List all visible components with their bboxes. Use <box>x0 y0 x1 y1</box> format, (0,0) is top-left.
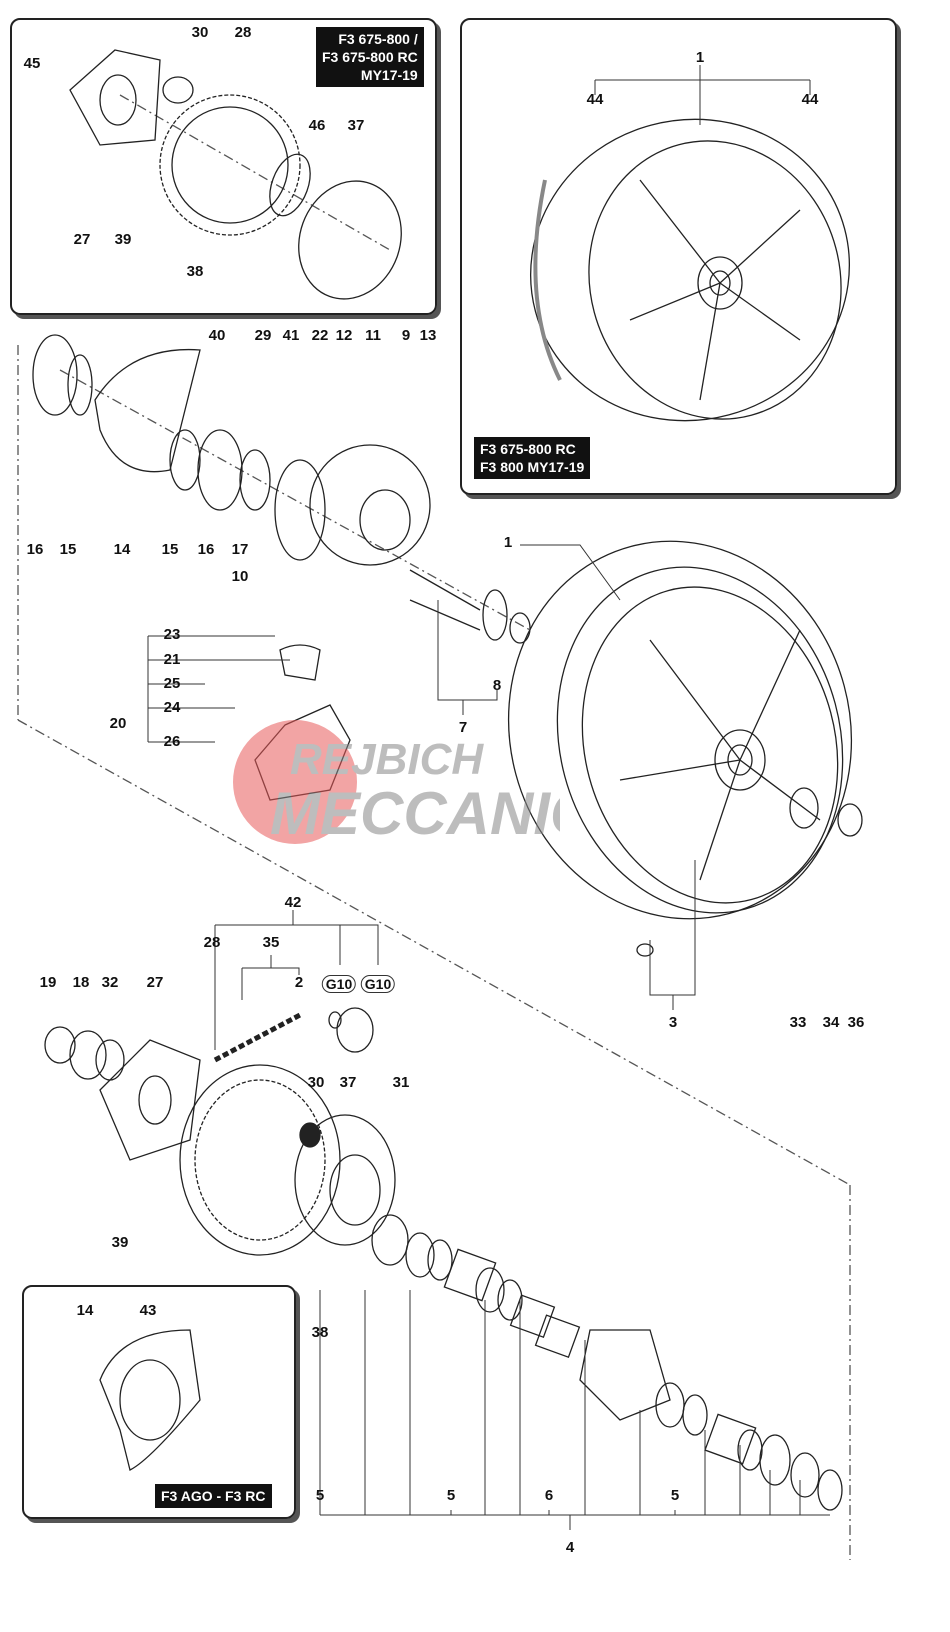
wheel-rim-main <box>507 540 853 920</box>
axis-lines <box>17 94 851 1560</box>
watermark-circle <box>233 720 357 844</box>
variant-tag-top-right: F3 675-800 RC F3 800 MY17-19 <box>474 437 591 479</box>
variant-box-bottom-left <box>22 1285 296 1519</box>
callout-23: 23 <box>163 626 181 643</box>
callout-18: 18 <box>72 974 90 991</box>
tag-line: MY17-19 <box>360 67 418 83</box>
callout-40: 40 <box>208 327 226 344</box>
callout-1: 1 <box>695 49 705 66</box>
callout-3: 3 <box>668 1014 678 1031</box>
callout-25: 25 <box>163 675 181 692</box>
callout-42: 42 <box>284 894 302 911</box>
callout-2: 2 <box>294 974 304 991</box>
callout-12: 12 <box>335 327 353 344</box>
watermark-line2: MECCANICA <box>270 780 560 847</box>
callout-37: 37 <box>347 117 365 134</box>
callout-9: 9 <box>401 327 411 344</box>
callout-11: 11 <box>365 327 381 344</box>
callout-G10: G10 <box>321 975 357 993</box>
callout-6: 6 <box>544 1487 554 1504</box>
callout-39: 39 <box>114 231 132 248</box>
variant-box-top-left <box>10 18 437 315</box>
callout-30: 30 <box>307 1074 325 1091</box>
tag-line: F3 800 MY17-19 <box>480 459 585 475</box>
watermark-logo: REJBICH MECCANICA <box>233 720 560 847</box>
callout-26: 26 <box>163 733 181 750</box>
callout-21: 21 <box>163 651 181 668</box>
tag-line: F3 675-800 RC <box>480 441 576 457</box>
callout-5: 5 <box>315 1487 325 1504</box>
callout-13: 13 <box>419 327 437 344</box>
callout-44: 44 <box>586 91 604 108</box>
callout-43: 43 <box>139 1302 157 1319</box>
callout-27: 27 <box>73 231 91 248</box>
tag-line: F3 675-800 / <box>338 31 418 47</box>
callout-39: 39 <box>111 1234 129 1251</box>
callout-34: 34 <box>822 1014 840 1031</box>
callout-35: 35 <box>262 934 280 951</box>
callout-10: 10 <box>231 568 249 585</box>
callout-31: 31 <box>392 1074 410 1091</box>
wheel-rim-top <box>530 118 850 422</box>
callout-5: 5 <box>446 1487 456 1504</box>
callout-30: 30 <box>191 24 209 41</box>
callout-1: 1 <box>503 534 513 551</box>
callout-28: 28 <box>234 24 252 41</box>
callout-27: 27 <box>146 974 164 991</box>
callout-16: 16 <box>26 541 44 558</box>
callout-8: 8 <box>492 677 502 694</box>
callout-20: 20 <box>109 715 127 732</box>
callout-17: 17 <box>231 541 249 558</box>
watermark-line1: REJBICH <box>290 735 484 784</box>
callout-22: 22 <box>311 327 329 344</box>
callout-14: 14 <box>76 1302 94 1319</box>
callout-37: 37 <box>339 1074 357 1091</box>
callout-G10: G10 <box>360 975 396 993</box>
tag-line: F3 675-800 RC <box>322 49 418 65</box>
callout-32: 32 <box>101 974 119 991</box>
callout-41: 41 <box>282 327 300 344</box>
callout-15: 15 <box>59 541 77 558</box>
callout-33: 33 <box>789 1014 807 1031</box>
variant-tag-bottom-left: F3 AGO - F3 RC <box>155 1484 272 1508</box>
callout-38: 38 <box>186 263 204 280</box>
variant-tag-top-left: F3 675-800 / F3 675-800 RC MY17-19 <box>316 27 424 87</box>
callout-7: 7 <box>458 719 468 736</box>
callout-4: 4 <box>565 1539 575 1556</box>
callout-16: 16 <box>197 541 215 558</box>
callout-15: 15 <box>161 541 179 558</box>
callout-46: 46 <box>308 117 326 134</box>
callout-29: 29 <box>254 327 272 344</box>
callout-38: 38 <box>311 1324 329 1341</box>
variant-box-top-right <box>460 18 897 495</box>
callout-36: 36 <box>847 1014 865 1031</box>
callout-14: 14 <box>113 541 131 558</box>
callout-45: 45 <box>23 55 41 72</box>
callout-24: 24 <box>163 699 181 716</box>
callout-28: 28 <box>203 934 221 951</box>
callout-5: 5 <box>670 1487 680 1504</box>
callout-19: 19 <box>39 974 57 991</box>
callout-44: 44 <box>801 91 819 108</box>
